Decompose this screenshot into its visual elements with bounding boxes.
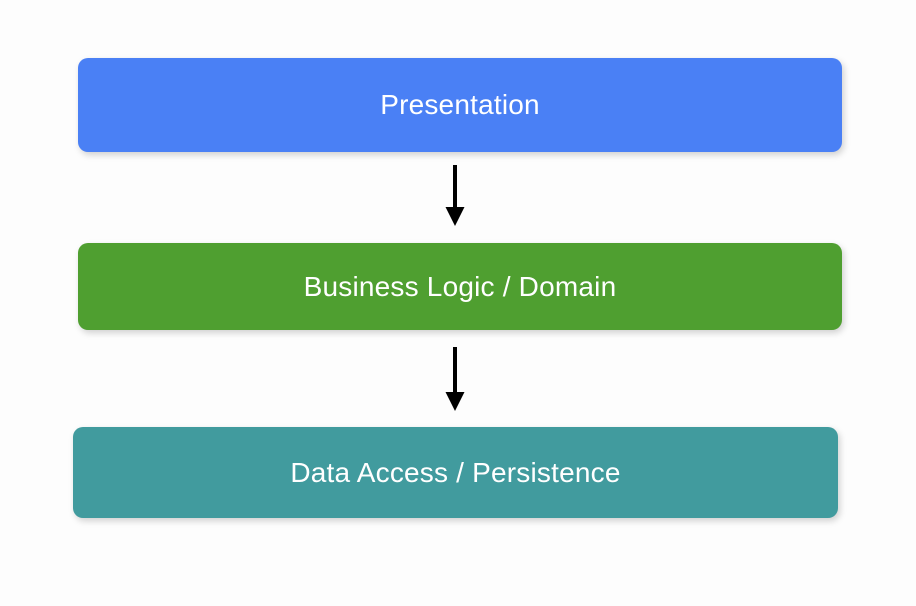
layer-label-presentation: Presentation [380,89,540,120]
arrow-business-to-data-icon [445,347,465,411]
arrow-presentation-to-business-icon [445,165,465,226]
layer-label-data-access: Data Access / Persistence [290,456,621,488]
layer-label-business-logic: Business Logic / Domain [303,270,617,302]
layer-box-data-access[interactable]: Data Access / Persistence [73,427,838,518]
layer-box-business-logic[interactable]: Business Logic / Domain [78,243,842,330]
layer-box-presentation[interactable]: Presentation [78,58,842,152]
